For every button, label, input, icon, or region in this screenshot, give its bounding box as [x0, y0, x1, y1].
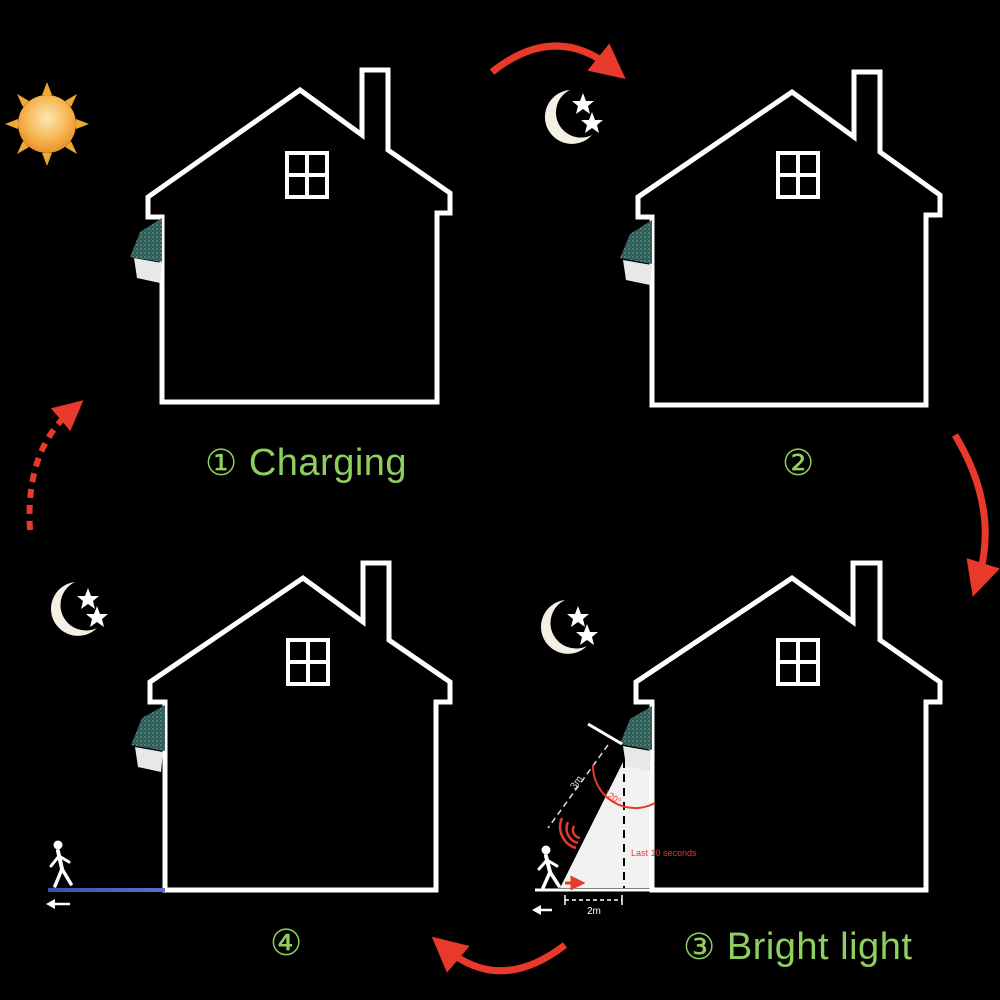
- house-window: [286, 638, 330, 686]
- caption-panel-2: ②: [782, 442, 815, 485]
- step-marker-1: ①: [205, 442, 238, 483]
- solar-lamp-icon: [131, 705, 165, 772]
- walk-direction-arrow-icon: [532, 905, 552, 915]
- step-label-1: Charging: [248, 442, 408, 484]
- house-outline: [635, 69, 943, 408]
- solar-lamp-icon: [620, 706, 652, 771]
- light-beam: [560, 760, 652, 888]
- moon-stars-icon: [544, 90, 603, 144]
- distance-label-diagonal: 3m: [568, 774, 585, 792]
- angle-arc: [591, 764, 656, 810]
- solar-lamp-icon: [130, 218, 162, 283]
- house-outline: [145, 67, 453, 405]
- panel-2-house: [620, 69, 943, 408]
- caption-panel-4: ④: [270, 922, 303, 965]
- step-label-3: Bright light: [726, 926, 913, 968]
- panel-1-house: [130, 67, 453, 405]
- cycle-arrow-icon: [489, 42, 626, 79]
- house-outline: [147, 560, 453, 893]
- walk-direction-arrow-icon: [46, 899, 70, 909]
- house-outline: [633, 560, 943, 893]
- solar-panel-ray: [587, 722, 623, 746]
- house-window: [776, 638, 820, 686]
- distance-label-ground: 2m: [587, 906, 601, 917]
- solar-lamp-icon: [620, 220, 652, 285]
- walking-person-icon: [537, 845, 561, 890]
- cycle-arrow-icon: [431, 936, 568, 975]
- panel-4-house: [46, 560, 453, 909]
- distance-line-diagonal: [547, 744, 609, 829]
- house-window: [776, 151, 820, 199]
- motion-sensor-waves-icon: [558, 817, 581, 850]
- moon-stars-icon: [540, 600, 598, 654]
- ground-line: [48, 888, 165, 892]
- moon-stars-icon: [50, 582, 108, 636]
- step-marker-2: ②: [782, 442, 815, 483]
- step-marker-4: ④: [270, 922, 303, 963]
- caption-panel-3: ③ Bright light: [683, 926, 912, 969]
- step-marker-3: ③: [683, 926, 716, 967]
- house-window: [285, 151, 329, 199]
- duration-label: Last 10 seconds: [631, 848, 697, 858]
- cycle-arrow-icon: [951, 433, 1000, 597]
- distance-line-ground: [564, 895, 623, 905]
- panel-3-house: 3m 2m Last 10 seconds 120°: [532, 560, 943, 917]
- walking-person-icon: [49, 840, 73, 888]
- caption-panel-1: ① Charging: [205, 442, 407, 485]
- cycle-arrow-icon: [26, 400, 84, 531]
- sun-icon: [5, 82, 89, 166]
